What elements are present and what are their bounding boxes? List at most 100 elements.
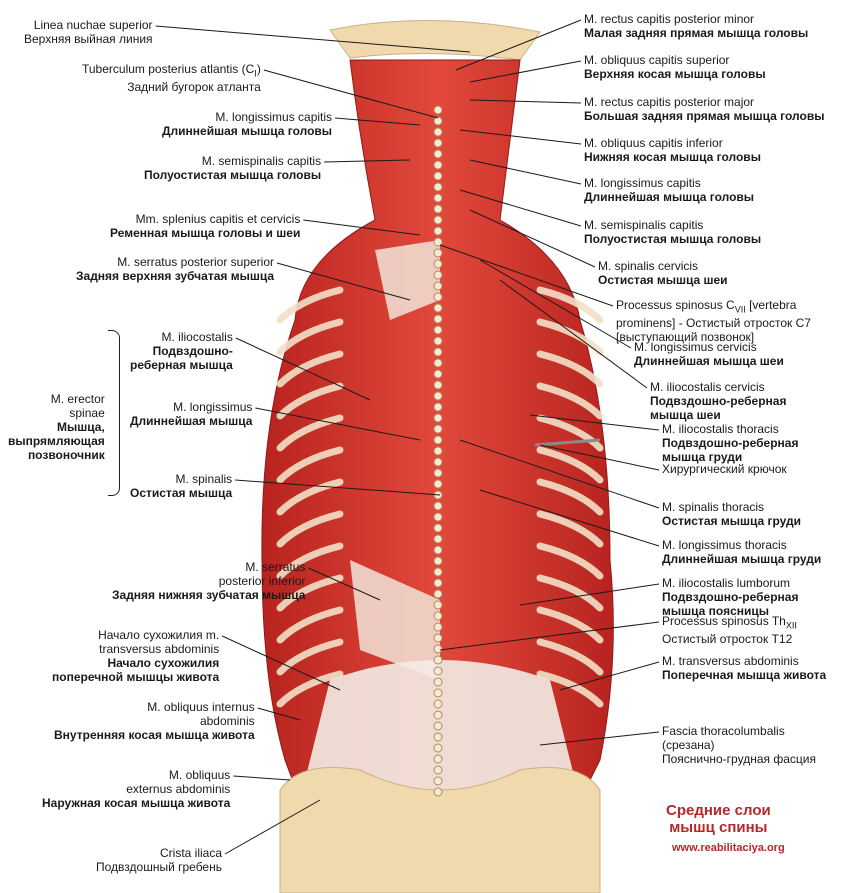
leader-line — [459, 189, 582, 227]
leader-line — [455, 19, 582, 71]
leader-line — [222, 635, 341, 691]
rib-right — [536, 510, 604, 548]
leader-line — [263, 69, 439, 119]
label-russian: Подвздошно-реберная мышца груди — [662, 436, 799, 464]
rib-left — [276, 510, 344, 548]
rib-right — [536, 670, 604, 708]
rib-right — [536, 478, 604, 516]
vertebra — [433, 446, 443, 456]
leader-line — [539, 444, 660, 471]
right-label-17: Fascia thoracolumbalis (срезана)Поясничн… — [662, 724, 816, 766]
vertebra — [433, 138, 443, 148]
erector-lat: M. erector spinae — [50, 392, 105, 420]
leader-line — [233, 775, 291, 781]
website-link[interactable]: www.reabilitaciya.org — [672, 842, 785, 854]
vertebra — [433, 380, 443, 390]
label-latin: M. longissimus thoracis — [662, 538, 787, 552]
leader-line — [335, 117, 421, 126]
vertebra — [433, 424, 443, 434]
label-latin: Crista iliaca — [159, 846, 222, 860]
label-latin: M. longissimus capitis — [215, 110, 333, 124]
leader-line — [155, 25, 471, 53]
vertebra — [433, 204, 443, 214]
vertebra — [433, 501, 443, 511]
vertebra — [433, 732, 443, 742]
rib-left — [276, 606, 344, 644]
vertebra — [433, 281, 443, 291]
label-latin: M. semispinalis capitis — [201, 154, 322, 168]
label-latin: M. serratus posterior superior — [117, 255, 275, 269]
leader-line — [469, 60, 582, 83]
vertebra — [433, 666, 443, 676]
leader-line — [479, 489, 660, 547]
label-latin: M. semispinalis capitis — [584, 218, 704, 232]
rib-left — [276, 478, 344, 516]
leader-line — [324, 159, 411, 163]
label-latin: M. rectus capitis posterior major — [584, 95, 755, 109]
vertebra — [433, 589, 443, 599]
vertebra — [433, 787, 443, 797]
label-latin: M. longissimus — [173, 400, 253, 414]
label-russian: Длиннейшая мышца груди — [662, 552, 822, 566]
label-latin: Tuberculum posterius atlantis (CI) — [82, 62, 261, 79]
vertebra — [433, 699, 443, 709]
vertebra — [433, 292, 443, 302]
ribs — [276, 286, 604, 708]
right-label-7: Processus spinosus CVII [vertebra promin… — [616, 298, 811, 344]
vertebra — [433, 743, 443, 753]
label-latin: Linea nuchae superior — [33, 18, 153, 32]
vertebra — [433, 369, 443, 379]
rib-right — [536, 574, 604, 612]
vertebra — [433, 237, 443, 247]
label-russian: Подвздошный гребень — [96, 860, 222, 874]
vertebra — [433, 248, 443, 258]
label-russian: Задняя нижняя зубчатая мышца — [112, 588, 306, 602]
vertebra — [433, 358, 443, 368]
label-latin: M. spinalis cervicis — [598, 259, 699, 273]
label-russian: Поперечная мышца живота — [662, 668, 827, 682]
label-latin: M. rectus capitis posterior minor — [584, 12, 755, 26]
leader-line — [276, 262, 411, 301]
rib-left — [276, 350, 344, 388]
label-latin: M. iliocostalis thoracis — [662, 422, 779, 436]
label-latin: M. iliocostalis cervicis — [650, 380, 765, 394]
label-russian: Длиннейшая мышца головы — [162, 124, 333, 138]
vertebra — [433, 160, 443, 170]
vertebra — [433, 644, 443, 654]
vertebra — [433, 545, 443, 555]
label-russian: Ременная мышца головы и шеи — [110, 226, 301, 240]
pelvis — [279, 767, 601, 893]
right-label-11: Хирургический крючок — [662, 462, 787, 476]
vertebra — [433, 171, 443, 181]
leader-line — [439, 621, 660, 651]
vertebra — [433, 578, 443, 588]
vertebra — [433, 633, 443, 643]
label-russian: Верхняя выйная линия — [24, 32, 153, 46]
label-russian: Длиннейшая мышца — [130, 414, 253, 428]
leader-line — [469, 209, 596, 268]
vertebra — [433, 314, 443, 324]
label-russian: Остистая мышца — [130, 486, 233, 500]
label-russian: Внутренняя косая мышца живота — [54, 728, 255, 742]
left-label-1: Tuberculum posterius atlantis (CI)Задний… — [82, 62, 261, 94]
vertebra — [433, 754, 443, 764]
rib-left — [276, 446, 344, 484]
vertebra — [433, 479, 443, 489]
label-russian: Большая задняя прямая мышца головы — [584, 109, 825, 123]
label-russian: Длиннейшая мышца шеи — [634, 354, 784, 368]
vertebra — [433, 556, 443, 566]
